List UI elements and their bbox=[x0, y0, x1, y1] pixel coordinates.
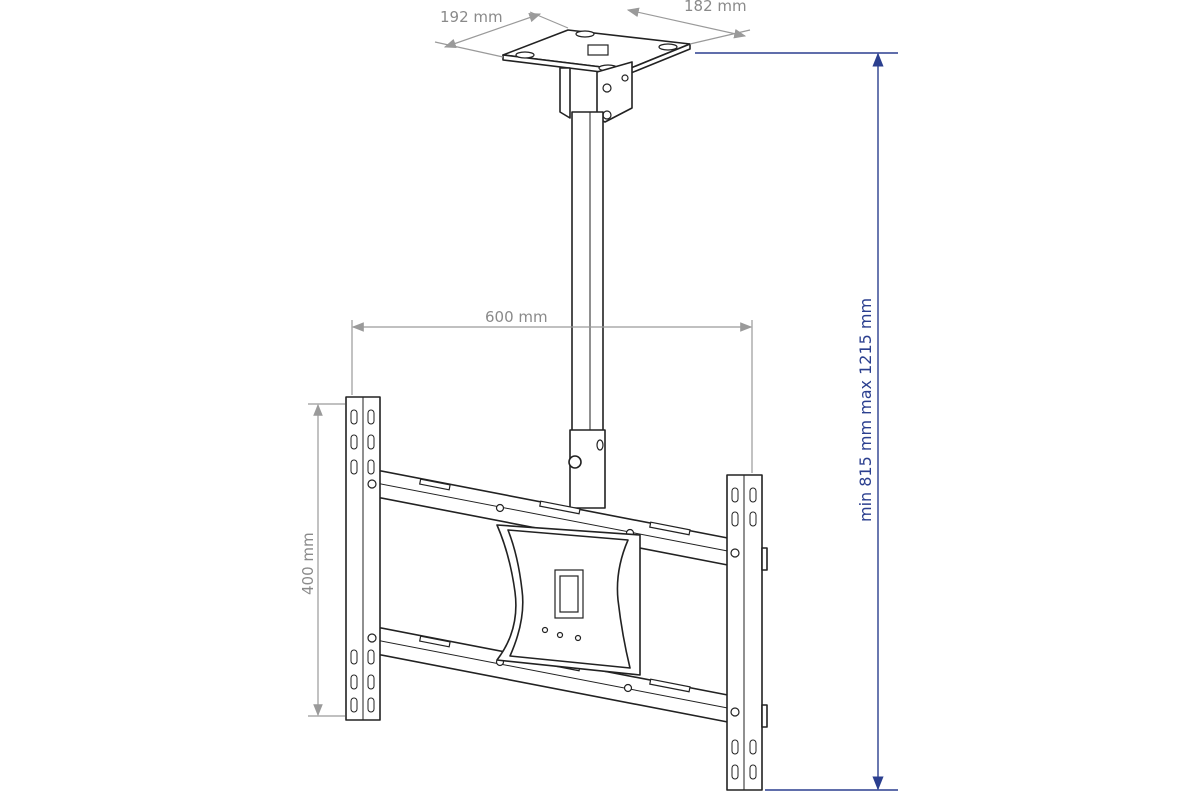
dimension-label-600: 600 mm bbox=[485, 308, 548, 326]
dimension-label-182: 182 mm bbox=[684, 0, 747, 15]
dimension-label-height: min 815 mm max 1215 mm bbox=[856, 298, 875, 522]
left-vertical-rail bbox=[345, 396, 381, 721]
pole-lock-knob bbox=[568, 455, 582, 469]
dimension-192: 192 mm bbox=[434, 8, 569, 58]
dimension-label-192: 192 mm bbox=[440, 8, 503, 26]
ceiling-plate bbox=[502, 29, 691, 76]
dimension-600: 600 mm bbox=[351, 308, 753, 473]
right-vertical-rail bbox=[726, 474, 768, 791]
dimension-400: 400 mm bbox=[299, 403, 345, 717]
extension-pole bbox=[568, 111, 606, 509]
dimension-label-400: 400 mm bbox=[299, 532, 317, 595]
dimension-182: 182 mm bbox=[626, 0, 751, 45]
dimension-height: min 815 mm max 1215 mm bbox=[695, 52, 898, 791]
ceiling-bracket bbox=[559, 61, 633, 123]
center-tilt-plate bbox=[496, 524, 641, 676]
